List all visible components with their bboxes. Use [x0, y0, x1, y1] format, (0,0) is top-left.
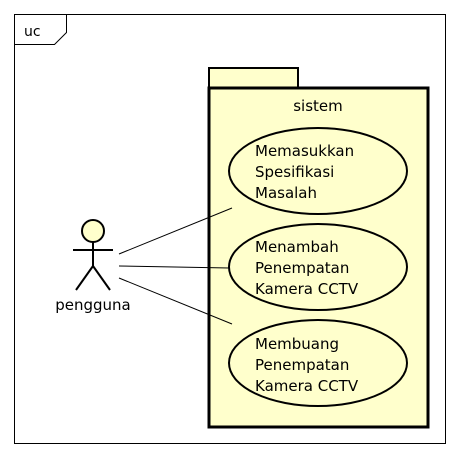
use-case-ellipse — [228, 319, 408, 407]
use-case-label-line: Membuang — [255, 335, 339, 353]
association-line-3 — [118, 277, 233, 325]
actor-head — [81, 219, 105, 243]
actor-left-leg — [75, 265, 94, 291]
actor-name: pengguna — [55, 296, 131, 314]
frame-label: uc — [24, 24, 41, 40]
use-case-ellipse — [228, 223, 408, 311]
system-name: sistem — [293, 97, 343, 115]
use-case-label-line: Spesifikasi — [255, 163, 334, 181]
use-case-label-line: Kamera CCTV — [255, 280, 359, 298]
use-case-membuang-penempatan-kamera-cctv[interactable]: Membuang Penempatan Kamera CCTV — [228, 319, 408, 407]
association-line-2 — [118, 265, 230, 269]
frame-tab — [14, 14, 67, 45]
package-tab — [208, 67, 299, 89]
use-case-label-line: Penempatan — [255, 259, 349, 277]
use-case-label-line: Memasukkan — [255, 142, 354, 160]
association-line-1 — [118, 207, 233, 255]
associations — [118, 207, 233, 325]
use-case-label-line: Menambah — [255, 238, 339, 256]
use-case-label-line: Masalah — [255, 184, 317, 202]
actor-right-leg — [92, 265, 111, 291]
use-case-label-line: Kamera CCTV — [255, 377, 359, 395]
actor-pengguna[interactable]: pengguna — [55, 219, 131, 314]
use-case-label-line: Penempatan — [255, 356, 349, 374]
use-case-memasukkan-spesifikasi-masalah[interactable]: Memasukkan Spesifikasi Masalah — [228, 127, 408, 215]
use-case-ellipse — [228, 127, 408, 215]
use-case-menambah-penempatan-kamera-cctv[interactable]: Menambah Penempatan Kamera CCTV — [228, 223, 408, 311]
